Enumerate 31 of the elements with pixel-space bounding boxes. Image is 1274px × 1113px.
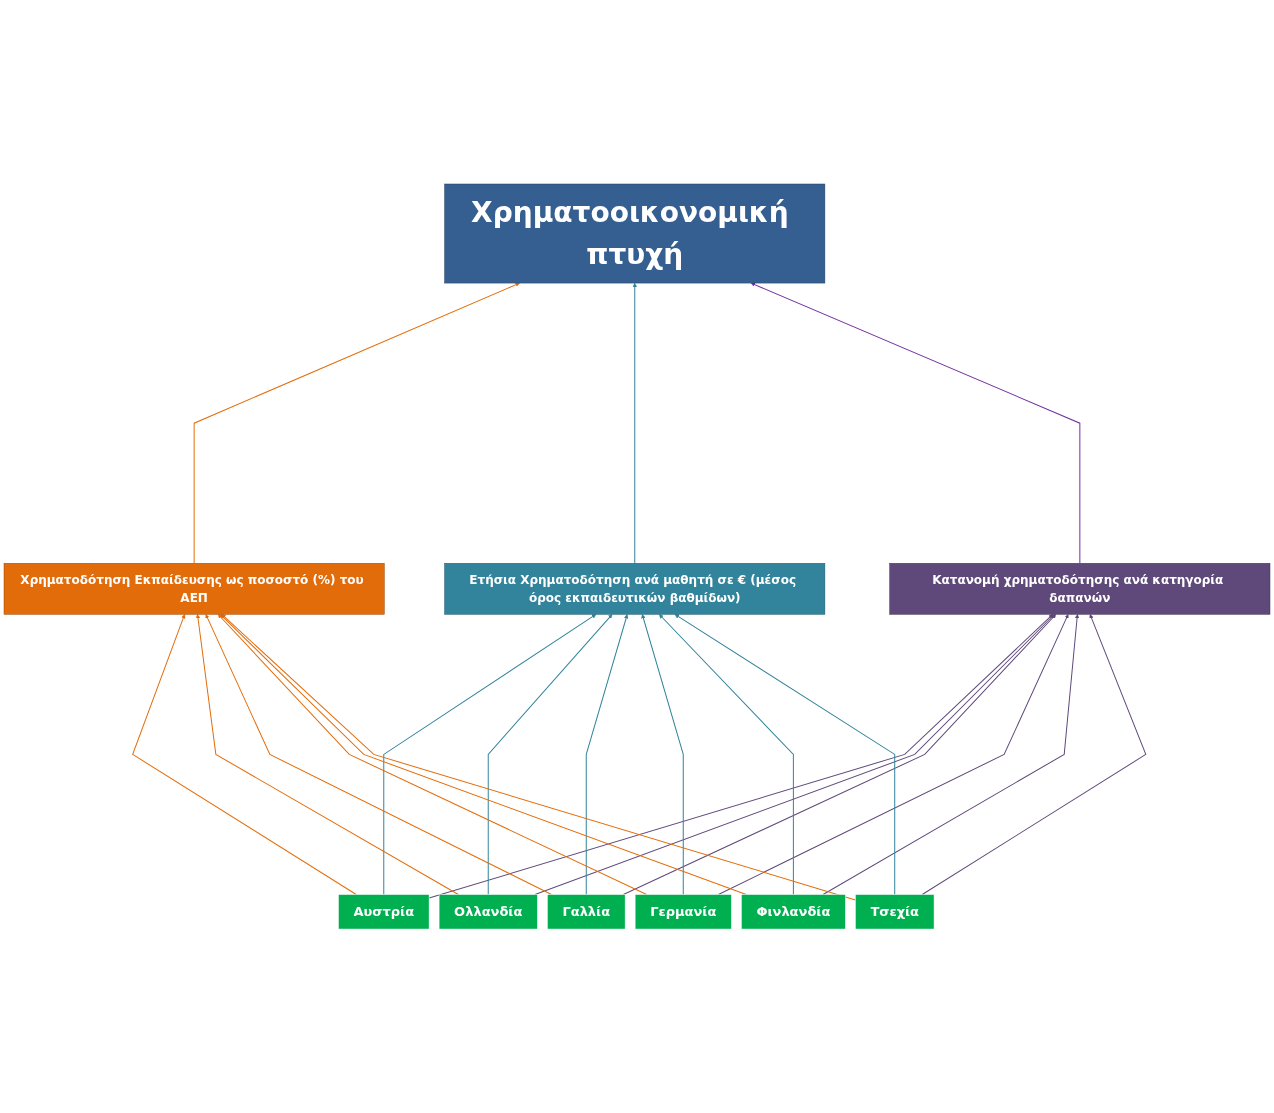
node-box: Χρηματοοικονομική πτυχή [444,183,826,284]
arrow [717,614,1069,895]
arrow [674,614,896,895]
arrow [383,614,597,895]
arrow [487,614,613,895]
node-box: Κατανομή χρηματοδότησης ανά κατηγορία δαπανών [889,563,1271,615]
arrow [132,614,357,895]
arrow [632,282,637,564]
node-box: Γερμανία [634,894,732,930]
arrow [195,614,459,895]
node-box: Αυστρία [338,894,430,930]
arrow [585,614,629,895]
arrow [534,614,1055,895]
node-box: Ολλανδία [438,894,538,930]
arrow [822,614,1080,895]
arrow [622,614,1057,895]
node-box: Χρηματοδότηση Εκπαίδευσης ως ποσοστό (%) του ΑΕΠ [3,563,385,615]
node-box: Ετήσια Χρηματοδότηση ανά μαθητή σε € (μέσος όρος εκπαιδευτικών βαθμίδων) [444,563,826,615]
arrow [659,614,794,895]
arrow [217,614,648,895]
arrow [205,614,553,895]
arrow [221,614,856,901]
node-box: Γαλλία [547,894,626,930]
arrow [750,282,1081,564]
arrow [220,614,747,895]
node-box: Φινλανδία [741,894,846,930]
arrow [428,614,1054,899]
arrow [921,614,1147,895]
arrow [193,282,520,564]
node-box: Τσεχία [855,894,935,930]
arrow [641,614,684,895]
